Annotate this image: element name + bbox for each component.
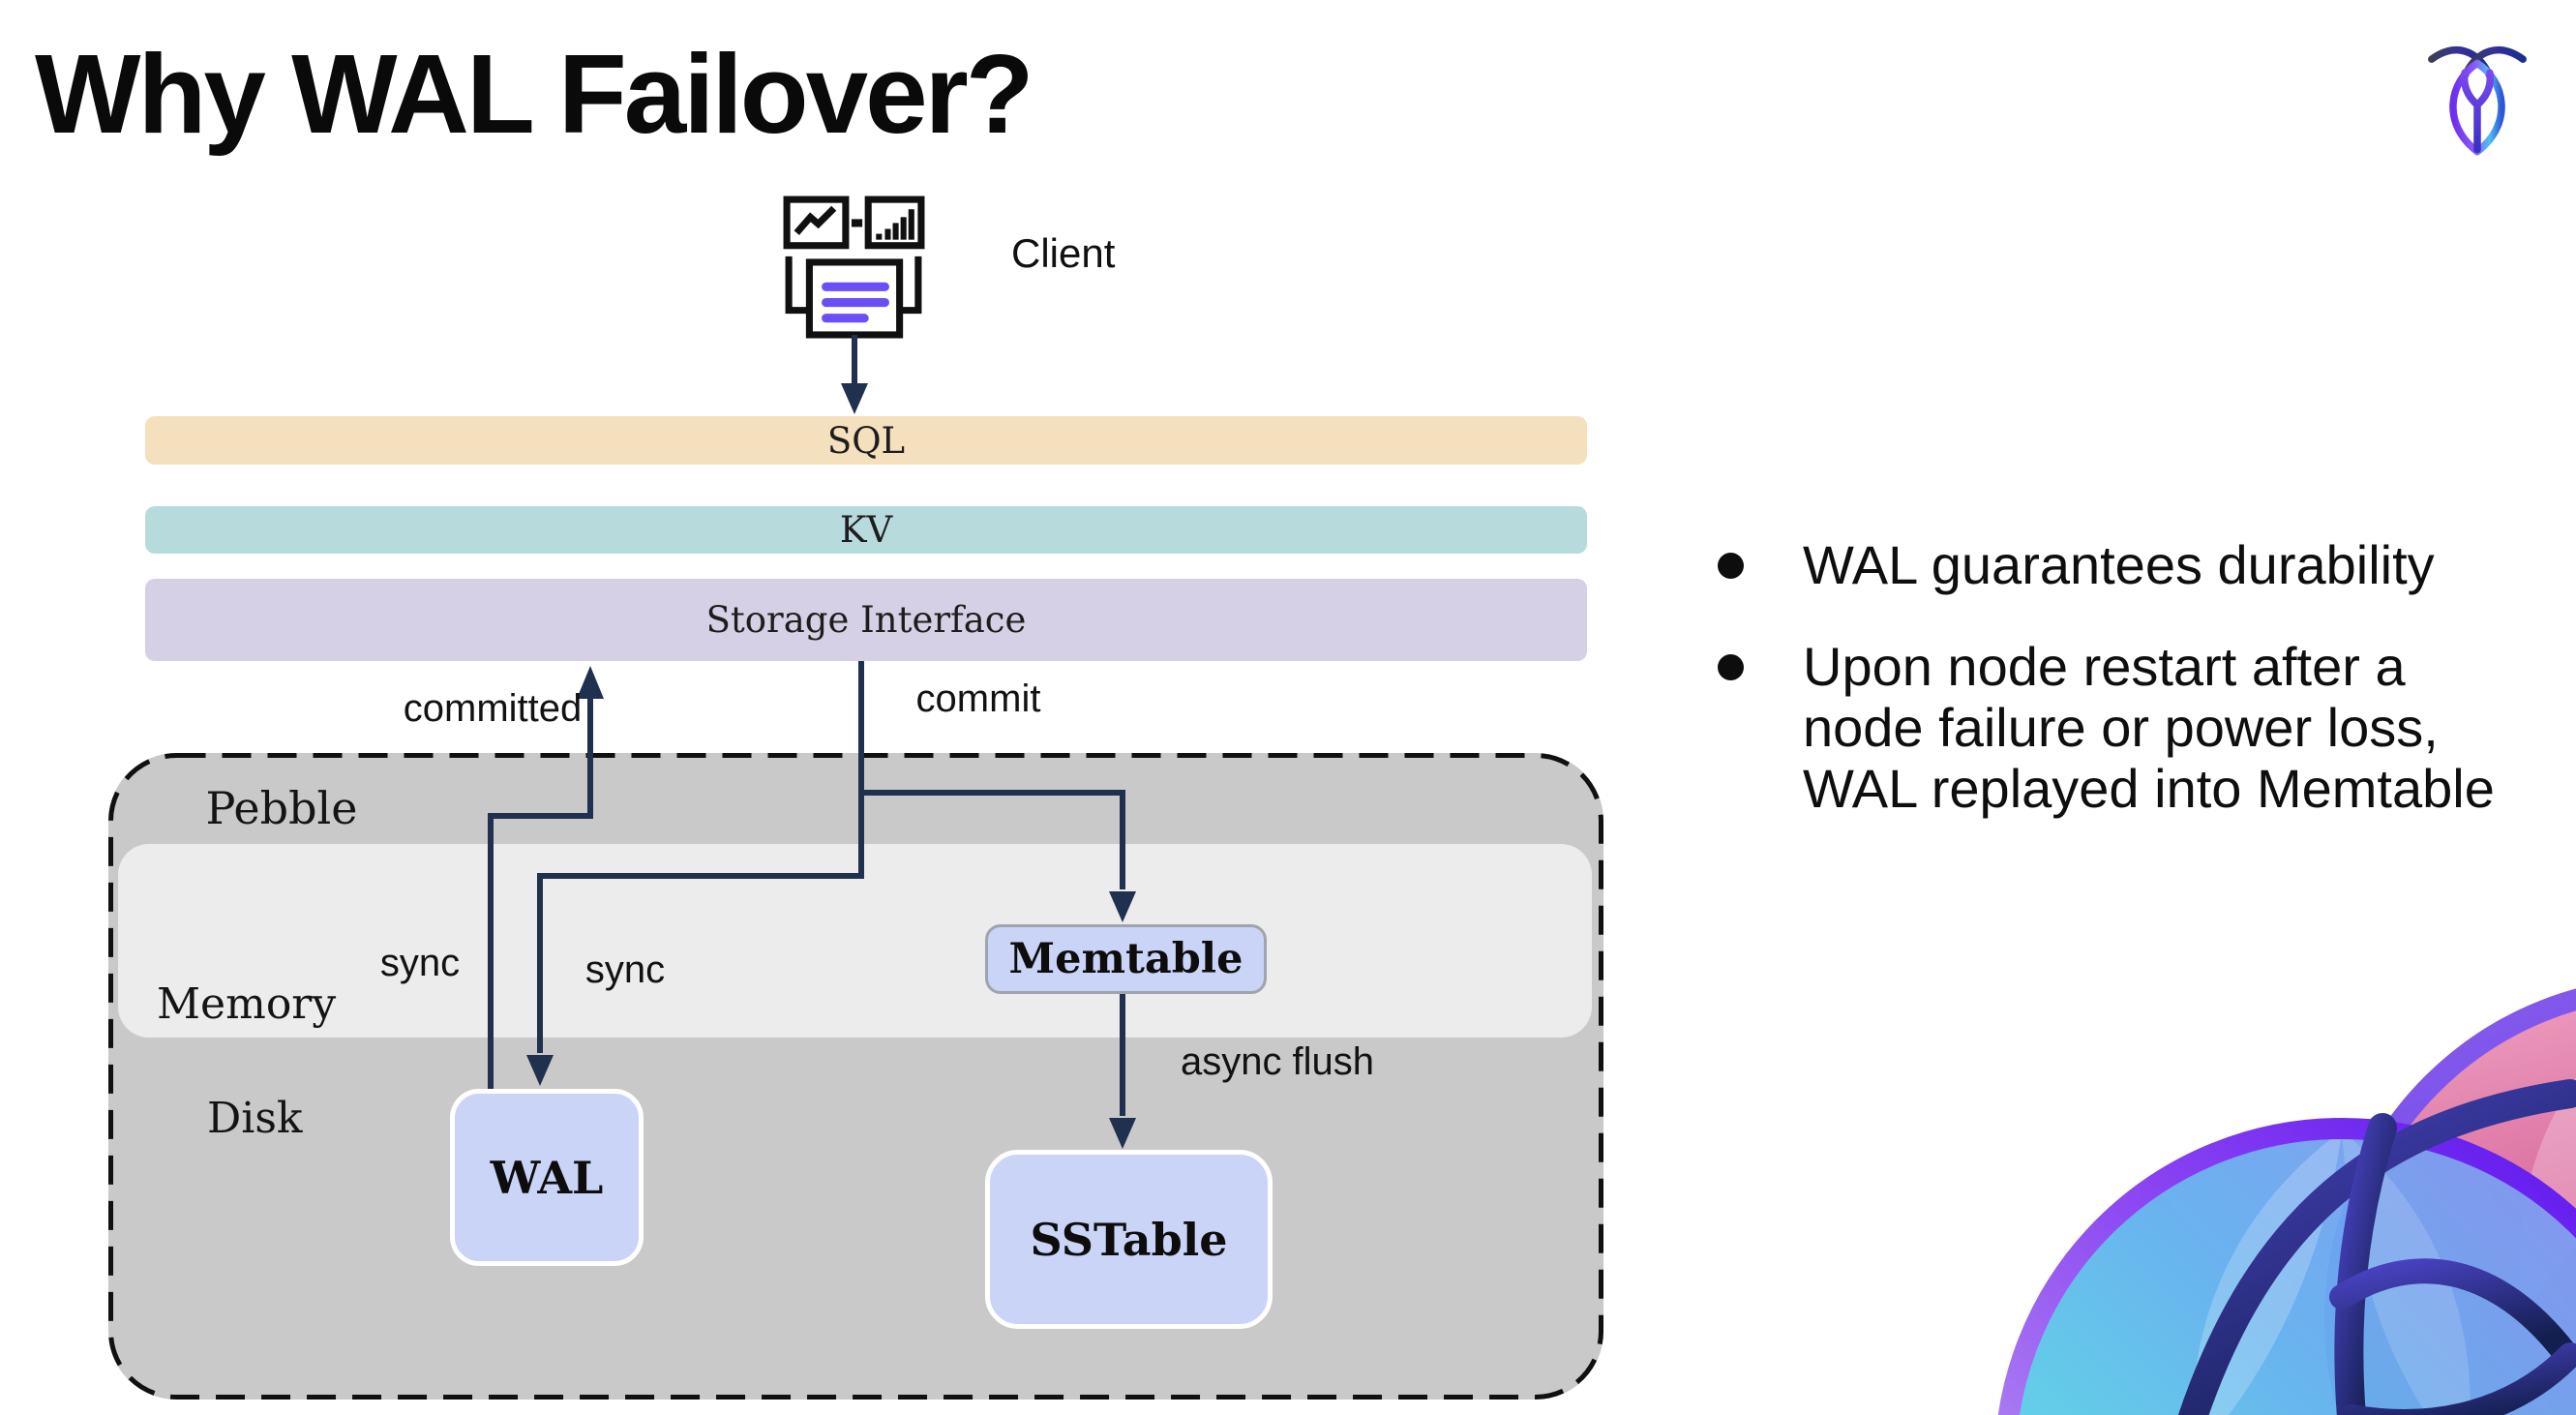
pebble-label: Pebble	[205, 782, 358, 834]
layer-label-kv: KV	[839, 509, 893, 551]
client-label: Client	[1011, 230, 1116, 276]
bullet-text: Upon node restart after a node failure o…	[1803, 636, 2495, 819]
node-wal-label: WAL	[490, 1151, 604, 1204]
memory-label: Memory	[157, 979, 337, 1029]
bullet-text: WAL guarantees durability	[1803, 534, 2435, 595]
layer-bar-sql: SQL	[145, 416, 1587, 465]
brand-graphic	[1997, 988, 2576, 1415]
bullet-dot	[1718, 553, 1744, 579]
edge-label-sync-right: sync	[584, 948, 666, 991]
page-title: Why WAL Failover?	[35, 31, 1034, 157]
memory-zone	[118, 844, 1592, 1038]
edge-label-async-flush: async flush	[1180, 1040, 1375, 1083]
blue-sphere	[1997, 1118, 2576, 1415]
node-memtable-label: Memtable	[1008, 935, 1243, 983]
bullet-list: WAL guarantees durability Upon node rest…	[1689, 534, 2560, 859]
layer-label-sql: SQL	[826, 419, 906, 462]
edge-label-committed: committed	[403, 687, 583, 730]
node-sstable: SSTable	[985, 1150, 1273, 1329]
bullet-dot	[1718, 654, 1744, 680]
line-chart-icon	[783, 196, 850, 250]
bar-chart-icon	[864, 196, 925, 250]
edge-label-commit: commit	[915, 677, 1041, 720]
layer-bar-kv: KV	[145, 506, 1587, 554]
cockroach-logo-icon	[2428, 46, 2527, 156]
client-workstation-icon	[783, 196, 925, 339]
bracket-icons	[785, 256, 922, 315]
disk-label: Disk	[207, 1094, 303, 1143]
cockroach-outline	[2177, 1079, 2576, 1415]
node-memtable: Memtable	[985, 924, 1267, 994]
layer-label-storage: Storage Interface	[705, 599, 1027, 641]
node-sstable-label: SSTable	[1030, 1213, 1228, 1266]
bullet-item: Upon node restart after a node failure o…	[1689, 636, 2560, 819]
node-wal: WAL	[450, 1089, 644, 1266]
bullet-item: WAL guarantees durability	[1689, 534, 2560, 595]
dash-connector	[851, 219, 863, 227]
document-icon	[805, 258, 904, 339]
edge-label-sync-left: sync	[379, 942, 461, 984]
layer-bar-storage: Storage Interface	[145, 579, 1587, 661]
arrowhead-client-sql	[841, 383, 868, 414]
pebble-container	[108, 753, 1603, 1400]
